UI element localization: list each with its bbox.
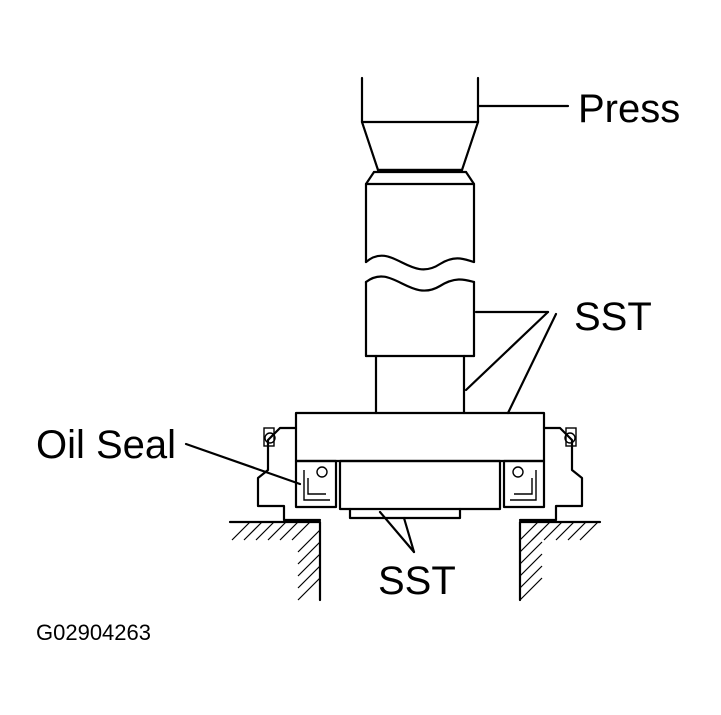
label-oil-seal: Oil Seal	[36, 423, 176, 467]
housing-case-right	[518, 426, 584, 522]
sst-lower-tool	[338, 459, 502, 520]
label-sst-lower: SST	[378, 559, 456, 603]
leader-lines	[184, 104, 570, 554]
figure-code: G02904263	[36, 620, 151, 645]
label-sst-upper: SST	[574, 295, 652, 339]
press-ram	[360, 76, 480, 172]
label-press: Press	[578, 87, 680, 131]
oil-seal-left	[294, 459, 338, 509]
sst-driver-tool	[294, 170, 546, 463]
oil-seal-right	[502, 459, 546, 509]
work-bench-support-left	[228, 520, 322, 602]
housing-case-left	[256, 426, 322, 522]
work-bench-support-right	[518, 520, 602, 602]
